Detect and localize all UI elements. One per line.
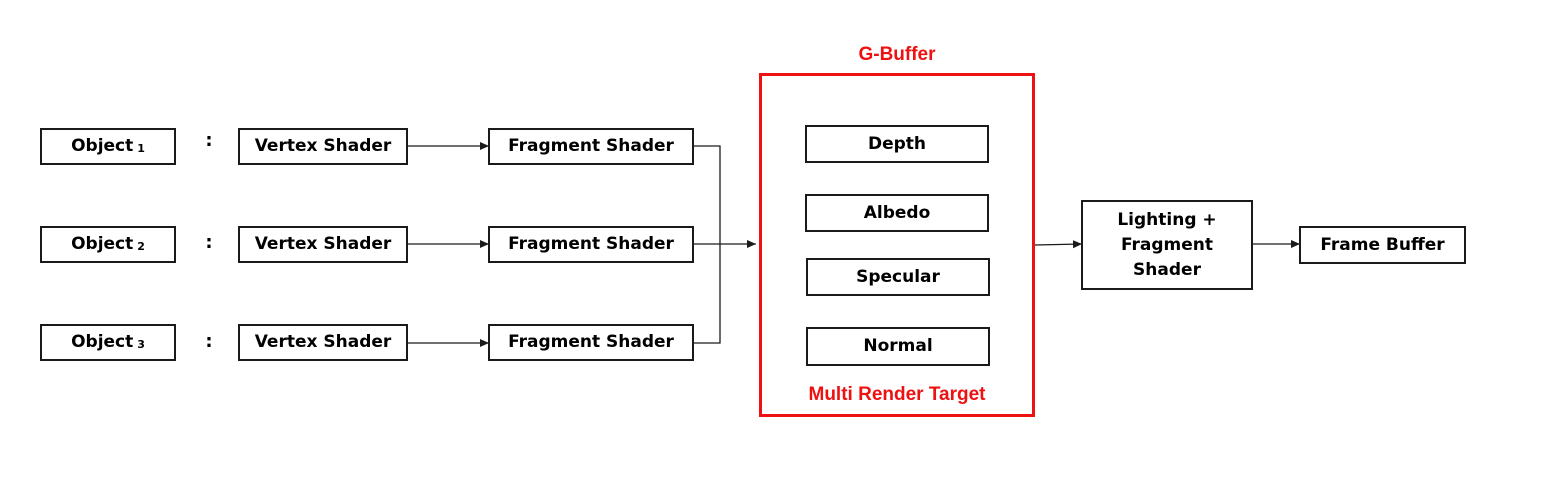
lighting-line-1: Lighting + <box>1117 209 1217 230</box>
vertex-shader-box-1: Vertex Shader <box>238 128 408 165</box>
object-1-label: Object <box>71 136 134 156</box>
vertex-shader-label-3: Vertex Shader <box>254 332 392 352</box>
gbuffer-footer: Multi Render Target <box>808 384 986 405</box>
frame-buffer-box: Frame Buffer <box>1299 226 1466 264</box>
gbuffer-target-depth-label: Depth <box>867 133 927 154</box>
vertex-shader-label-2: Vertex Shader <box>254 234 392 254</box>
fragment-shader-box-3: Fragment Shader <box>488 324 694 361</box>
lighting-line-2: Fragment <box>1120 234 1214 255</box>
fragment-shader-box-1: Fragment Shader <box>488 128 694 165</box>
lighting-line-3: Shader <box>1133 259 1201 280</box>
separator-colon-3: : <box>205 331 213 352</box>
gbuffer-container <box>759 73 1035 417</box>
vertex-shader-label-1: Vertex Shader <box>254 136 392 156</box>
fragment-shader-label-2: Fragment Shader <box>508 234 674 254</box>
separator-colon-1: : <box>205 130 213 151</box>
frame-buffer-label: Frame Buffer <box>1320 234 1445 255</box>
gbuffer-target-albedo: Albedo <box>805 194 989 232</box>
fragment-shader-box-2: Fragment Shader <box>488 226 694 263</box>
gbuffer-target-specular-label: Specular <box>856 266 940 287</box>
separator-colon-2: : <box>205 232 213 253</box>
fragment-shader-label-3: Fragment Shader <box>508 332 674 352</box>
object-3-label: Object <box>71 332 134 352</box>
vertex-shader-box-3: Vertex Shader <box>238 324 408 361</box>
arrow-gbuffer-to-lighting <box>1034 240 1083 249</box>
gbuffer-target-normal-label: Normal <box>863 336 933 356</box>
object-2-label: Object <box>71 234 134 254</box>
object-3-index: 3 <box>137 338 145 351</box>
vertex-shader-box-2: Vertex Shader <box>238 226 408 263</box>
object-2-index: 2 <box>137 240 145 253</box>
lighting-fragment-shader-box: Lighting + Fragment Shader <box>1081 200 1253 290</box>
gbuffer-target-depth: Depth <box>805 125 989 163</box>
object-1-index: 1 <box>137 142 145 155</box>
fragment-shader-label-1: Fragment Shader <box>508 136 674 156</box>
gbuffer-target-specular: Specular <box>806 258 990 296</box>
gbuffer-target-normal: Normal <box>806 327 990 366</box>
gbuffer-title: G-Buffer <box>858 44 936 65</box>
gbuffer-target-albedo-label: Albedo <box>863 202 931 223</box>
